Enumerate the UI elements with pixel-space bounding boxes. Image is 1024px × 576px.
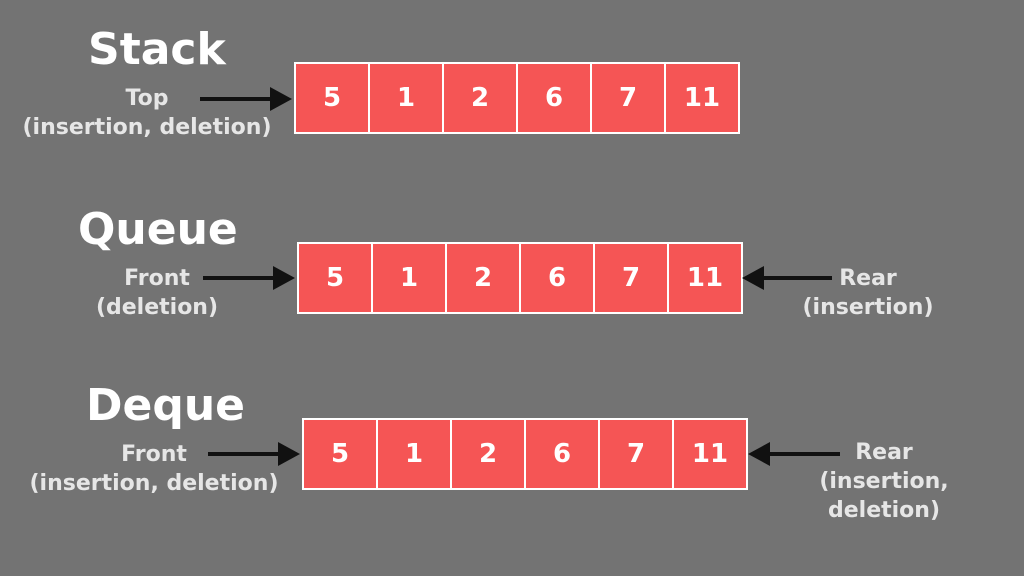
queue-cell: 2 bbox=[447, 244, 519, 312]
deque-rear-subtext-1: (insertion, bbox=[819, 469, 949, 495]
deque-cell: 2 bbox=[452, 420, 524, 488]
queue-front-subtext: (deletion) bbox=[95, 295, 219, 321]
stack-cell: 5 bbox=[296, 64, 368, 132]
stack-cells: 5 1 2 6 7 11 bbox=[294, 62, 740, 134]
stack-top-text: Top bbox=[125, 86, 169, 111]
deque-front-text: Front bbox=[121, 442, 187, 467]
queue-front-text: Front bbox=[124, 266, 190, 291]
deque-cell: 1 bbox=[378, 420, 450, 488]
queue-title: Queue bbox=[78, 204, 238, 255]
deque-front-label: Front (insertion, deletion) bbox=[26, 440, 282, 498]
deque-front-subtext: (insertion, deletion) bbox=[29, 471, 279, 497]
stack-cell: 11 bbox=[666, 64, 738, 132]
stack-top-subtext: (insertion, deletion) bbox=[22, 115, 272, 141]
queue-cells: 5 1 2 6 7 11 bbox=[297, 242, 743, 314]
queue-rear-subtext: (insertion) bbox=[802, 295, 934, 321]
stack-top-label: Top (insertion, deletion) bbox=[22, 84, 272, 142]
stack-cell: 6 bbox=[518, 64, 590, 132]
queue-cell: 7 bbox=[595, 244, 667, 312]
stack-cell: 2 bbox=[444, 64, 516, 132]
deque-cell: 5 bbox=[304, 420, 376, 488]
stack-cell: 1 bbox=[370, 64, 442, 132]
deque-cell: 7 bbox=[600, 420, 672, 488]
deque-rear-subtext-2: deletion) bbox=[827, 498, 941, 524]
deque-rear-label: Rear (insertion, deletion) bbox=[806, 438, 962, 525]
deque-title: Deque bbox=[86, 380, 246, 431]
queue-rear-text: Rear bbox=[839, 266, 897, 291]
deque-rear-text: Rear bbox=[855, 440, 913, 465]
queue-cell: 11 bbox=[669, 244, 741, 312]
deque-front-arrow-icon bbox=[208, 442, 300, 466]
queue-cell: 6 bbox=[521, 244, 593, 312]
queue-rear-label: Rear (insertion) bbox=[786, 264, 950, 322]
queue-rear-arrow-icon bbox=[742, 266, 832, 290]
queue-cell: 1 bbox=[373, 244, 445, 312]
deque-cell: 11 bbox=[674, 420, 746, 488]
stack-cell: 7 bbox=[592, 64, 664, 132]
deque-rear-arrow-icon bbox=[748, 442, 840, 466]
stack-title: Stack bbox=[88, 24, 226, 75]
queue-cell: 5 bbox=[299, 244, 371, 312]
queue-front-arrow-icon bbox=[203, 266, 295, 290]
deque-cells: 5 1 2 6 7 11 bbox=[302, 418, 748, 490]
stack-top-arrow-icon bbox=[200, 87, 292, 111]
queue-front-label: Front (deletion) bbox=[86, 264, 228, 322]
deque-cell: 6 bbox=[526, 420, 598, 488]
